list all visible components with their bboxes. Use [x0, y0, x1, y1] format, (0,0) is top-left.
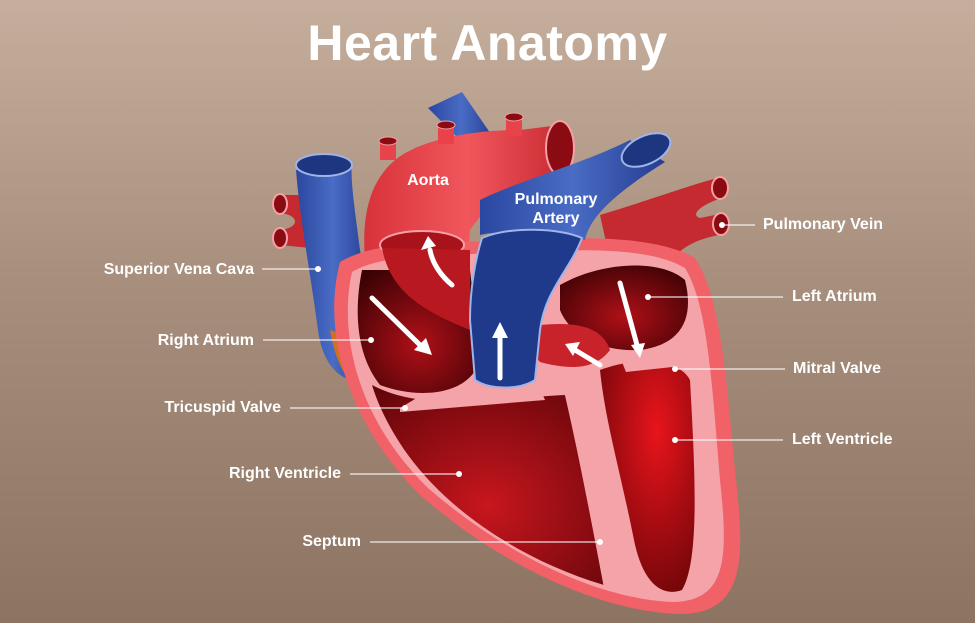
label-left-ventricle: Left Ventricle	[792, 431, 893, 448]
left-ventricle-chamber	[600, 361, 695, 592]
label-left-atrium: Left Atrium	[792, 288, 877, 305]
leader-lines	[262, 224, 785, 543]
label-right-ventricle: Right Ventricle	[228, 465, 341, 482]
arrow-icon	[572, 347, 603, 368]
label-tricuspid-valve: Tricuspid Valve	[164, 399, 282, 416]
mitral-valve	[622, 350, 682, 372]
label-superior-vena-cava: Superior Vena Cava	[103, 261, 254, 278]
tricuspid-valve	[400, 388, 545, 412]
arrow-icon	[427, 247, 455, 288]
arrow-icon	[369, 295, 423, 348]
pulmonary-artery-label-line2: Artery	[532, 210, 580, 227]
arrow-icon	[617, 280, 640, 348]
label-right-atrium: Right Atrium	[157, 332, 254, 349]
arrowheads	[414, 236, 645, 358]
right-ventricle-chamber	[372, 385, 604, 585]
label-mitral-valve: Mitral Valve	[793, 360, 882, 377]
blood-flow-arrows	[369, 247, 640, 381]
label-pulmonary-vein: Pulmonary Vein	[763, 216, 884, 233]
aorta-label: Aorta	[407, 172, 449, 189]
leader-dots	[315, 222, 725, 545]
page-title: Heart Anatomy	[307, 15, 668, 71]
heart-body	[334, 230, 741, 615]
label-septum: Septum	[302, 533, 361, 550]
pulmonary-artery-label: Pulmonary Artery	[500, 190, 612, 228]
pulmonary-artery-label-line1: Pulmonary	[514, 191, 598, 208]
left-atrium-chamber	[560, 265, 688, 351]
